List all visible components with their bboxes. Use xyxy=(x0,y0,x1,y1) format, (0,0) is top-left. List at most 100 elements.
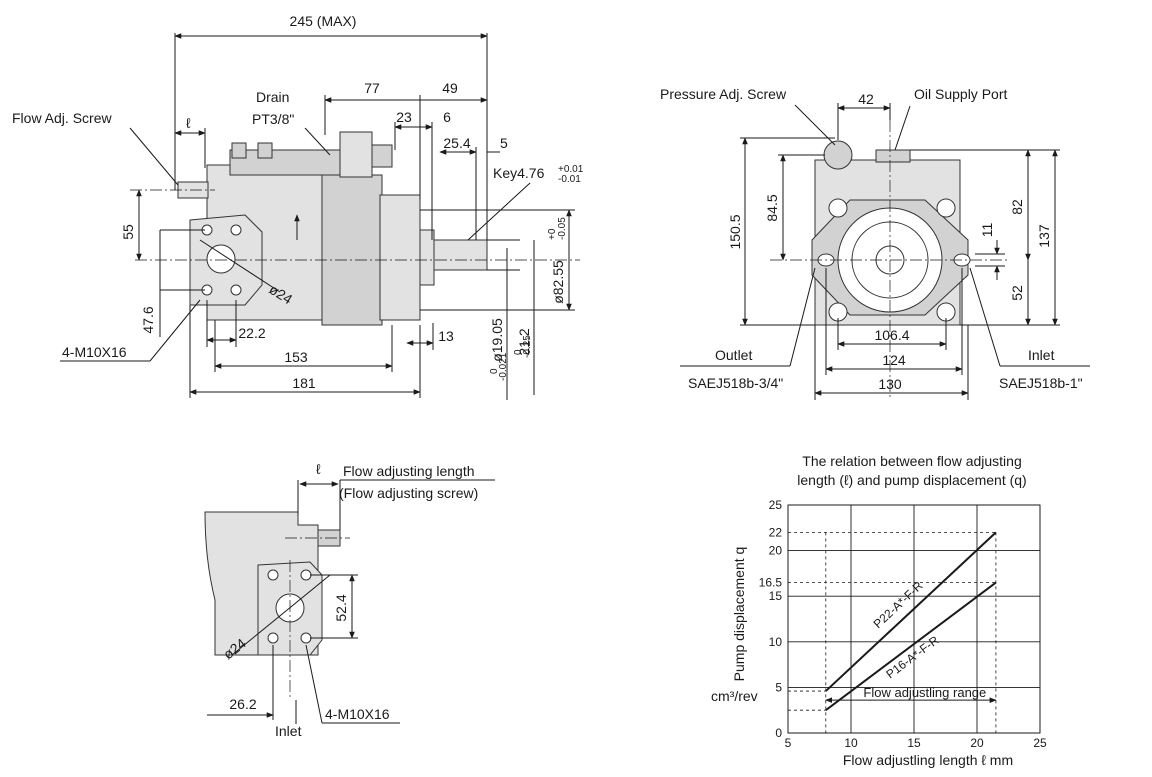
dim-137: 137 xyxy=(1036,224,1052,248)
flow-screw-label: (Flow adjusting screw) xyxy=(339,485,478,501)
key-label: Key4.76 xyxy=(493,165,545,181)
shaft-tol-dn: -0.021 xyxy=(498,352,509,381)
dim-11: 11 xyxy=(979,223,995,238)
pilot xyxy=(419,229,435,286)
outlet-spec: SAEJ518b-3/4" xyxy=(688,375,783,391)
dim-150-5: 150.5 xyxy=(727,214,743,249)
chart-yunit: cm³/rev xyxy=(711,688,758,704)
front-bolt xyxy=(828,198,848,218)
side-view: 245 (MAX) 77 49 23 6 25.4 5 Key4.76 +0.0… xyxy=(12,13,584,400)
dim-124: 124 xyxy=(882,352,906,368)
dim-pilot: ø82.55 xyxy=(550,260,566,304)
pump-top xyxy=(229,149,341,176)
chart-title-line1: The relation between flow adjusting xyxy=(802,453,1021,469)
chart-ytick-label: 10 xyxy=(769,635,783,649)
dim-130: 130 xyxy=(878,376,902,392)
drain-block xyxy=(339,131,373,178)
front-view: Pressure Adj. Screw Oil Supply Port 42 1… xyxy=(660,86,1090,400)
bolt-hole xyxy=(230,224,242,236)
bolt-hole xyxy=(230,284,242,296)
key-tol-up: +0.01 xyxy=(558,164,584,175)
chart-extra-ytick-label: 16.5 xyxy=(759,576,783,590)
drain-label: Drain xyxy=(256,89,289,105)
dim-overall: 245 (MAX) xyxy=(290,13,357,29)
pilot-tol-dn: -0.05 xyxy=(557,217,568,240)
dim-shaft-dia: ø19.05 xyxy=(489,318,505,362)
shaft-tol-up: 0 xyxy=(489,368,500,374)
bolt-spec: 4-M10X16 xyxy=(62,344,127,360)
inlet-label: Inlet xyxy=(1028,347,1055,363)
flow-len-label: Flow adjusting length xyxy=(343,463,475,479)
dim-25-4: 25.4 xyxy=(443,135,470,151)
chart-ytick-label: 25 xyxy=(769,498,783,512)
detail-ell: ℓ xyxy=(316,461,321,477)
dim-82: 82 xyxy=(1009,199,1025,215)
detail-view: ℓ Flow adjusting length (Flow adjusting … xyxy=(204,461,495,739)
flow-chart: The relation between flow adjusting leng… xyxy=(711,453,1047,768)
pump-cover xyxy=(321,174,383,326)
detail-inlet: Inlet xyxy=(275,723,302,739)
dim-47-6: 47.6 xyxy=(140,306,156,333)
oil-port xyxy=(875,149,911,163)
dim-84-5: 84.5 xyxy=(764,194,780,221)
pump-flange xyxy=(379,194,421,321)
detail-bolt xyxy=(267,569,279,581)
dim-49: 49 xyxy=(442,80,458,96)
front-bolt xyxy=(936,198,956,218)
dim-22-2: 22.2 xyxy=(238,325,265,341)
detail-bolt xyxy=(300,569,312,581)
chart-series-line xyxy=(825,581,997,711)
oil-port-label: Oil Supply Port xyxy=(914,86,1007,102)
pressure-screw xyxy=(823,140,853,170)
chart-xtick-label: 25 xyxy=(1033,736,1047,750)
chart-xtick-label: 15 xyxy=(907,736,921,750)
pilot-tol-up: +0 xyxy=(547,228,558,240)
chart-ytick-label: 5 xyxy=(775,680,782,694)
chart-ylabel: Pump displacement q xyxy=(731,547,747,682)
d21-tol-dn: -0.25 xyxy=(522,335,533,358)
dim-52: 52 xyxy=(1009,285,1025,301)
dim-23: 23 xyxy=(396,109,412,125)
dim-42: 42 xyxy=(858,91,874,107)
chart-xlabel: Flow adjustling length ℓ mm xyxy=(843,752,1013,768)
dim-5: 5 xyxy=(500,135,508,151)
boss-2 xyxy=(257,142,273,159)
boss-1 xyxy=(231,142,247,159)
chart-xtick-label: 20 xyxy=(970,736,984,750)
chart-ytick-label: 0 xyxy=(775,726,782,740)
chart-extra-ytick-label: 22 xyxy=(769,525,783,539)
dim-13: 13 xyxy=(438,328,454,344)
chart-series-label: P16-A*-F-R xyxy=(883,633,941,682)
dim-106-4: 106.4 xyxy=(874,327,909,343)
dim-77: 77 xyxy=(364,80,380,96)
shaft xyxy=(431,239,488,271)
key-tol-dn: -0.01 xyxy=(558,174,581,185)
chart-series-line xyxy=(825,531,997,692)
dim-21-2: 21.2 xyxy=(516,328,532,355)
pressure-screw-label: Pressure Adj. Screw xyxy=(660,86,787,102)
chart-range-label: Flow adjustling range xyxy=(863,685,986,700)
inlet-spec: SAEJ518b-1" xyxy=(999,375,1083,391)
chart-xtick-label: 5 xyxy=(785,736,792,750)
ell-label: ℓ xyxy=(186,115,191,131)
detail-bolt-spec: 4-M10X16 xyxy=(325,706,390,722)
chart-xtick-label: 10 xyxy=(844,736,858,750)
dim-52-4: 52.4 xyxy=(333,594,349,621)
dim-181: 181 xyxy=(292,375,316,391)
flow-adj-screw-label: Flow Adj. Screw xyxy=(12,110,112,126)
chart-title-line2: length (ℓ) and pump displacement (q) xyxy=(797,472,1026,488)
d21-tol-up: 0 xyxy=(513,349,524,355)
outlet-label: Outlet xyxy=(715,347,752,363)
drain-thread: PT3/8" xyxy=(252,111,294,127)
dim-153: 153 xyxy=(284,349,308,365)
detail-bolt xyxy=(300,632,312,644)
detail-bolt xyxy=(267,632,279,644)
dim-26-2: 26.2 xyxy=(229,696,256,712)
dim-55: 55 xyxy=(120,224,136,240)
dim-6: 6 xyxy=(443,109,451,125)
fitting xyxy=(371,144,393,168)
port-hole xyxy=(206,244,236,274)
chart-ytick-label: 15 xyxy=(769,589,783,603)
